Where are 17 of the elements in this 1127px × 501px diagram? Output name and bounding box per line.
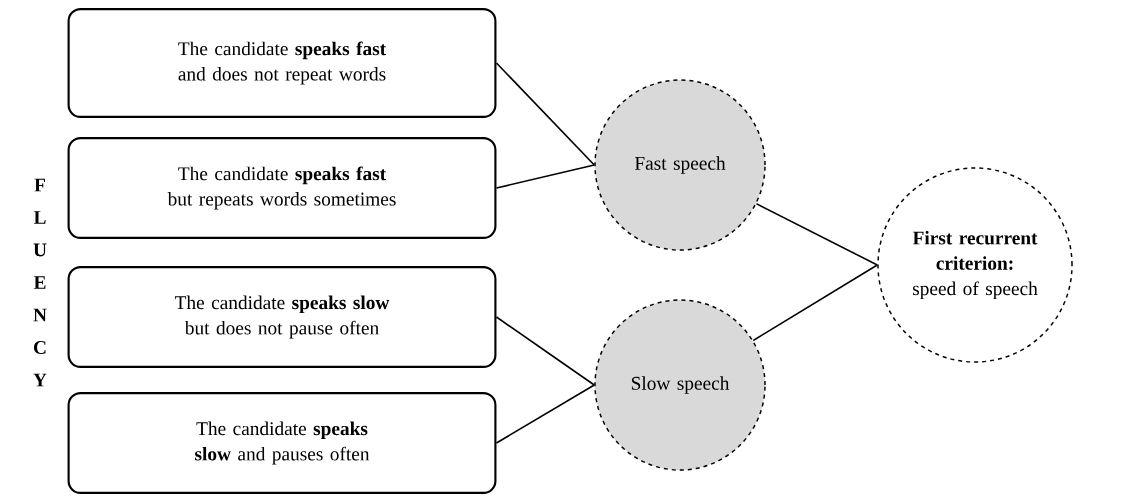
statement-box: The candidate speaks fast and does not repeat words <box>67 8 497 118</box>
statement-box: The candidate speaks slow but does not pause often <box>67 266 497 368</box>
statement-box: The candidate speaks fast but repeats words sometimes <box>67 137 497 239</box>
connector-line <box>495 316 596 386</box>
side-letter: E <box>33 276 46 289</box>
side-letter: C <box>33 341 46 354</box>
side-letter: Y <box>33 373 47 387</box>
side-letter: L <box>33 211 46 224</box>
side-letter: N <box>33 308 47 322</box>
connector-line <box>495 384 596 444</box>
side-letter: F <box>34 178 45 192</box>
side-letter: U <box>33 243 47 257</box>
connector-line <box>495 164 596 189</box>
connector-line <box>755 202 879 266</box>
statement-box: The candidate speaks slow and pauses often <box>67 392 497 494</box>
connector-line <box>752 264 879 342</box>
connector-line <box>495 62 596 166</box>
